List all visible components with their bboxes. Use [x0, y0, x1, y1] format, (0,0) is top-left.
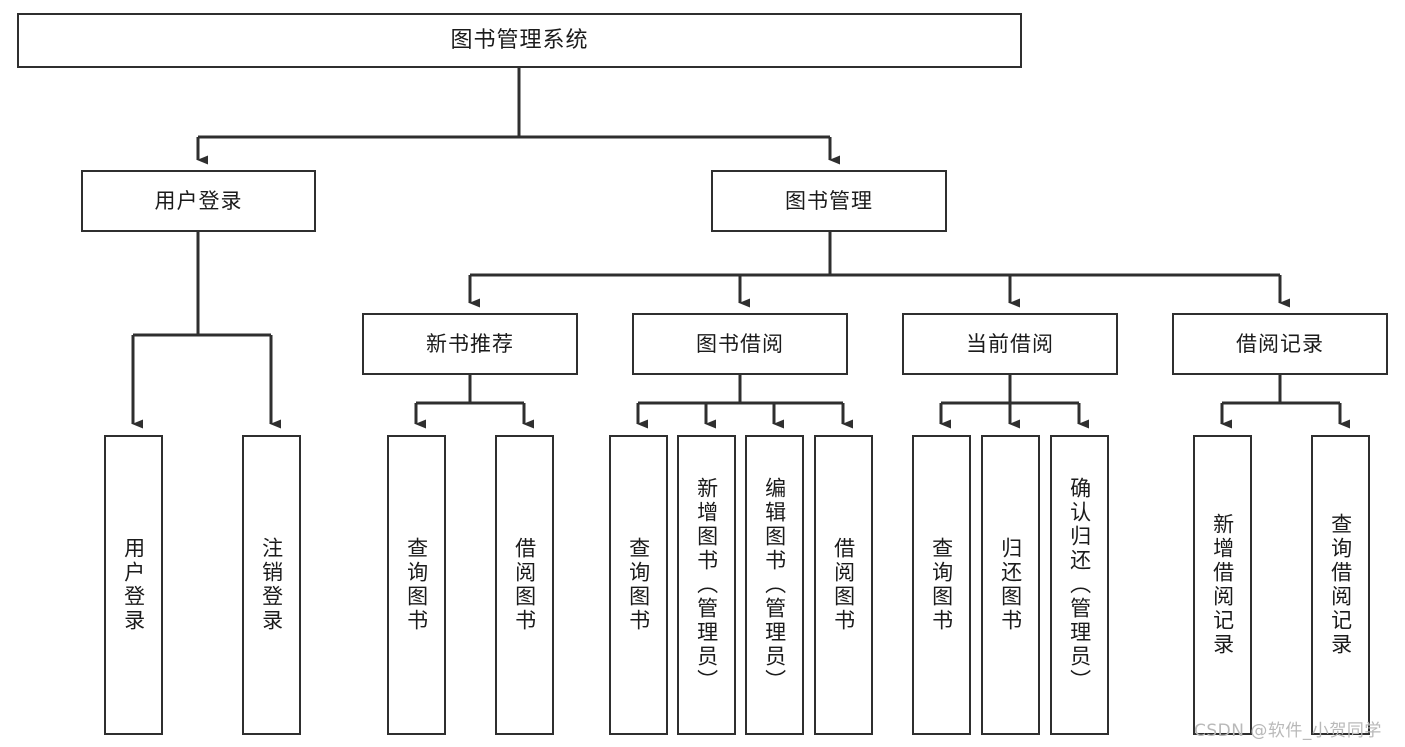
node-label: 借阅记录 [1236, 331, 1324, 356]
node-label: 图书管理系统 [450, 27, 589, 53]
node-label: 注销登录 [259, 537, 284, 633]
node-leaf-query-record[interactable]: 查询借阅记录 [1311, 435, 1370, 735]
node-label: 当前借阅 [966, 331, 1054, 356]
node-label: 查询图书 [929, 537, 954, 633]
watermark: CSDN @软件_小贺同学 [1194, 721, 1382, 741]
node-label: 新增借阅记录 [1210, 513, 1235, 657]
node-root-system[interactable]: 图书管理系统 [17, 13, 1022, 68]
node-label: 图书管理 [785, 188, 873, 213]
node-new-book-recommend[interactable]: 新书推荐 [362, 313, 578, 375]
node-label: 新书推荐 [426, 331, 514, 356]
node-label: 用户登录 [121, 537, 146, 633]
node-leaf-confirm-return[interactable]: 确认归还（管理员） [1050, 435, 1109, 735]
node-label: 新增图书（管理员） [694, 477, 719, 693]
node-current-borrow[interactable]: 当前借阅 [902, 313, 1118, 375]
node-borrow-record[interactable]: 借阅记录 [1172, 313, 1388, 375]
node-label: 确认归还（管理员） [1067, 477, 1092, 693]
node-leaf-borrow-book-1[interactable]: 借阅图书 [495, 435, 554, 735]
node-leaf-add-book[interactable]: 新增图书（管理员） [677, 435, 736, 735]
node-leaf-logout[interactable]: 注销登录 [242, 435, 301, 735]
node-label: 用户登录 [154, 188, 243, 213]
node-leaf-add-record[interactable]: 新增借阅记录 [1193, 435, 1252, 735]
node-leaf-user-login[interactable]: 用户登录 [104, 435, 163, 735]
node-user-login[interactable]: 用户登录 [81, 170, 316, 232]
node-label: 查询借阅记录 [1328, 513, 1353, 657]
node-leaf-borrow-book-2[interactable]: 借阅图书 [814, 435, 873, 735]
node-leaf-edit-book[interactable]: 编辑图书（管理员） [745, 435, 804, 735]
node-label: 归还图书 [998, 537, 1023, 633]
node-book-manage[interactable]: 图书管理 [711, 170, 947, 232]
node-leaf-query-book-1[interactable]: 查询图书 [387, 435, 446, 735]
node-label: 查询图书 [404, 537, 429, 633]
node-label: 借阅图书 [831, 537, 856, 633]
node-label: 借阅图书 [512, 537, 537, 633]
node-leaf-return-book[interactable]: 归还图书 [981, 435, 1040, 735]
node-label: 查询图书 [626, 537, 651, 633]
node-leaf-query-book-2[interactable]: 查询图书 [609, 435, 668, 735]
node-label: 编辑图书（管理员） [762, 477, 787, 693]
node-book-borrow[interactable]: 图书借阅 [632, 313, 848, 375]
node-label: 图书借阅 [696, 331, 784, 356]
node-leaf-query-book-3[interactable]: 查询图书 [912, 435, 971, 735]
